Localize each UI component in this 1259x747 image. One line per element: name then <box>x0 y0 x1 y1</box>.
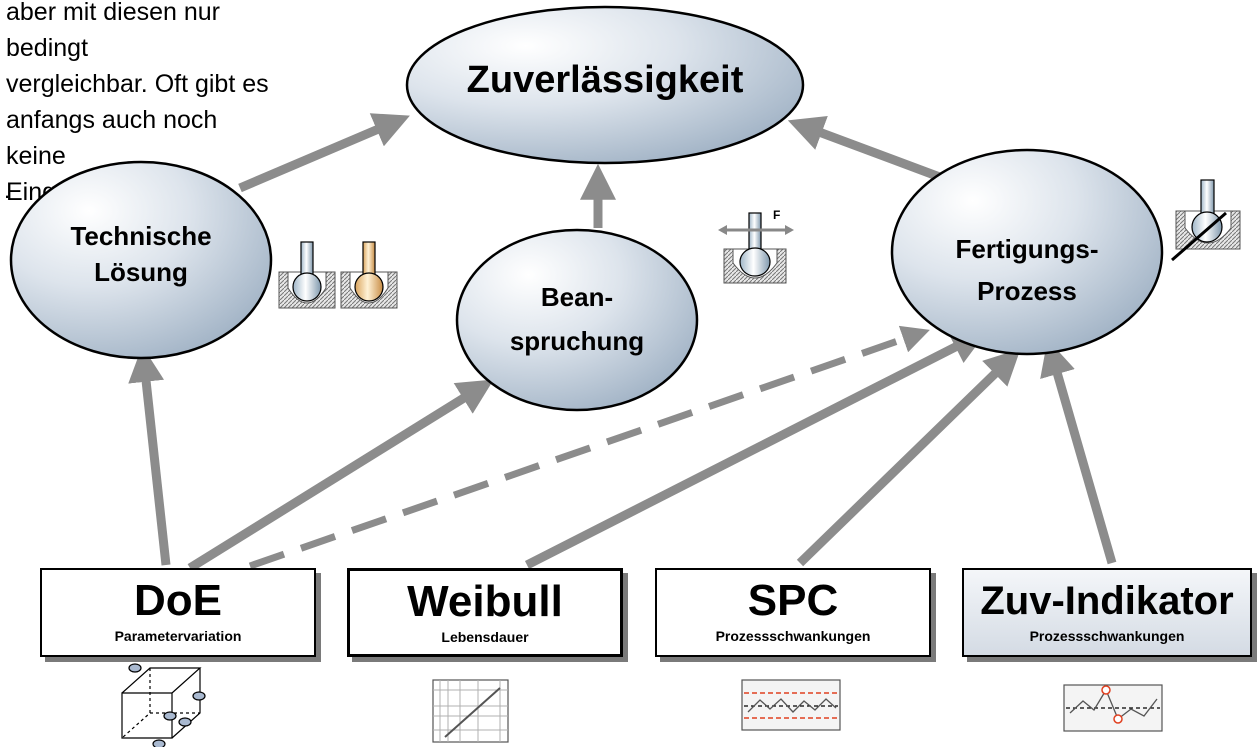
node-line: Fertigungs- <box>955 234 1099 264</box>
method-subtitle: Prozessschwankungen <box>1029 628 1185 644</box>
node-line: Lösung <box>94 257 188 287</box>
node-line: Prozess <box>977 276 1077 306</box>
arrow-doe-to-bean <box>187 379 494 572</box>
method-title: SPC <box>747 576 839 625</box>
intro-line: anfangs auch noch keine <box>6 106 218 170</box>
weld-joint-icon <box>278 241 336 309</box>
spc-chart-icon <box>741 679 841 731</box>
method-title: Zuv-Indikator <box>980 579 1234 623</box>
method-title: Weibull <box>407 577 563 626</box>
method-box-doe: DoE Parametervariation <box>40 568 316 657</box>
node-technische-loesung: Technische Lösung <box>11 218 271 290</box>
method-subtitle: Lebensdauer <box>441 629 529 645</box>
stray-dot: . <box>4 178 11 203</box>
node-zuverlaessigkeit: Zuverlässigkeit <box>466 59 744 101</box>
method-subtitle: Parametervariation <box>114 628 242 644</box>
defect-joint-icon <box>1171 179 1241 262</box>
arrow-weibull-to-fert <box>524 330 988 570</box>
node-line: Bean- <box>540 282 614 312</box>
cube-point-icon <box>121 663 206 747</box>
arrow-zuv-to-fert <box>1040 339 1117 565</box>
method-subtitle: Prozessschwankungen <box>715 628 871 644</box>
ellipse-zuverlaessigkeit <box>405 5 805 165</box>
ellipse-technische-loesung <box>9 160 273 360</box>
method-box-spc: SPC Prozessschwankungen <box>655 568 931 657</box>
arrow-doe-to-technische <box>128 345 171 566</box>
node-line: spruchung <box>509 326 645 356</box>
node-fertigungsprozess: Fertigungs- Prozess <box>892 228 1162 312</box>
indicator-chart-icon <box>1063 684 1163 732</box>
weibull-plot-icon <box>432 679 509 743</box>
ellipse-fertigungsprozess <box>890 148 1164 356</box>
force-joint-icon: F <box>718 208 794 284</box>
arrow-fert-to-zuv <box>787 116 955 187</box>
method-box-zuv-indikator: Zuv-Indikator Prozessschwankungen <box>962 568 1252 657</box>
node-line: Technische <box>70 221 212 251</box>
intro-line: vergleichbar. Oft gibt es <box>6 70 269 98</box>
weld-joint-icon <box>340 241 398 309</box>
ellipse-beanspruchung <box>455 228 699 412</box>
force-label: F <box>773 208 780 222</box>
intro-line: aber mit diesen nur bedingt <box>6 0 221 62</box>
arrow-spc-to-fert <box>796 348 1021 567</box>
method-box-weibull: Weibull Lebensdauer <box>347 568 623 657</box>
node-beanspruchung: Bean- spruchung <box>457 275 697 363</box>
dashed-arrow-doe-to-fert <box>248 325 930 570</box>
arrow-technische-to-zuv <box>238 113 410 193</box>
method-title: DoE <box>134 576 222 625</box>
